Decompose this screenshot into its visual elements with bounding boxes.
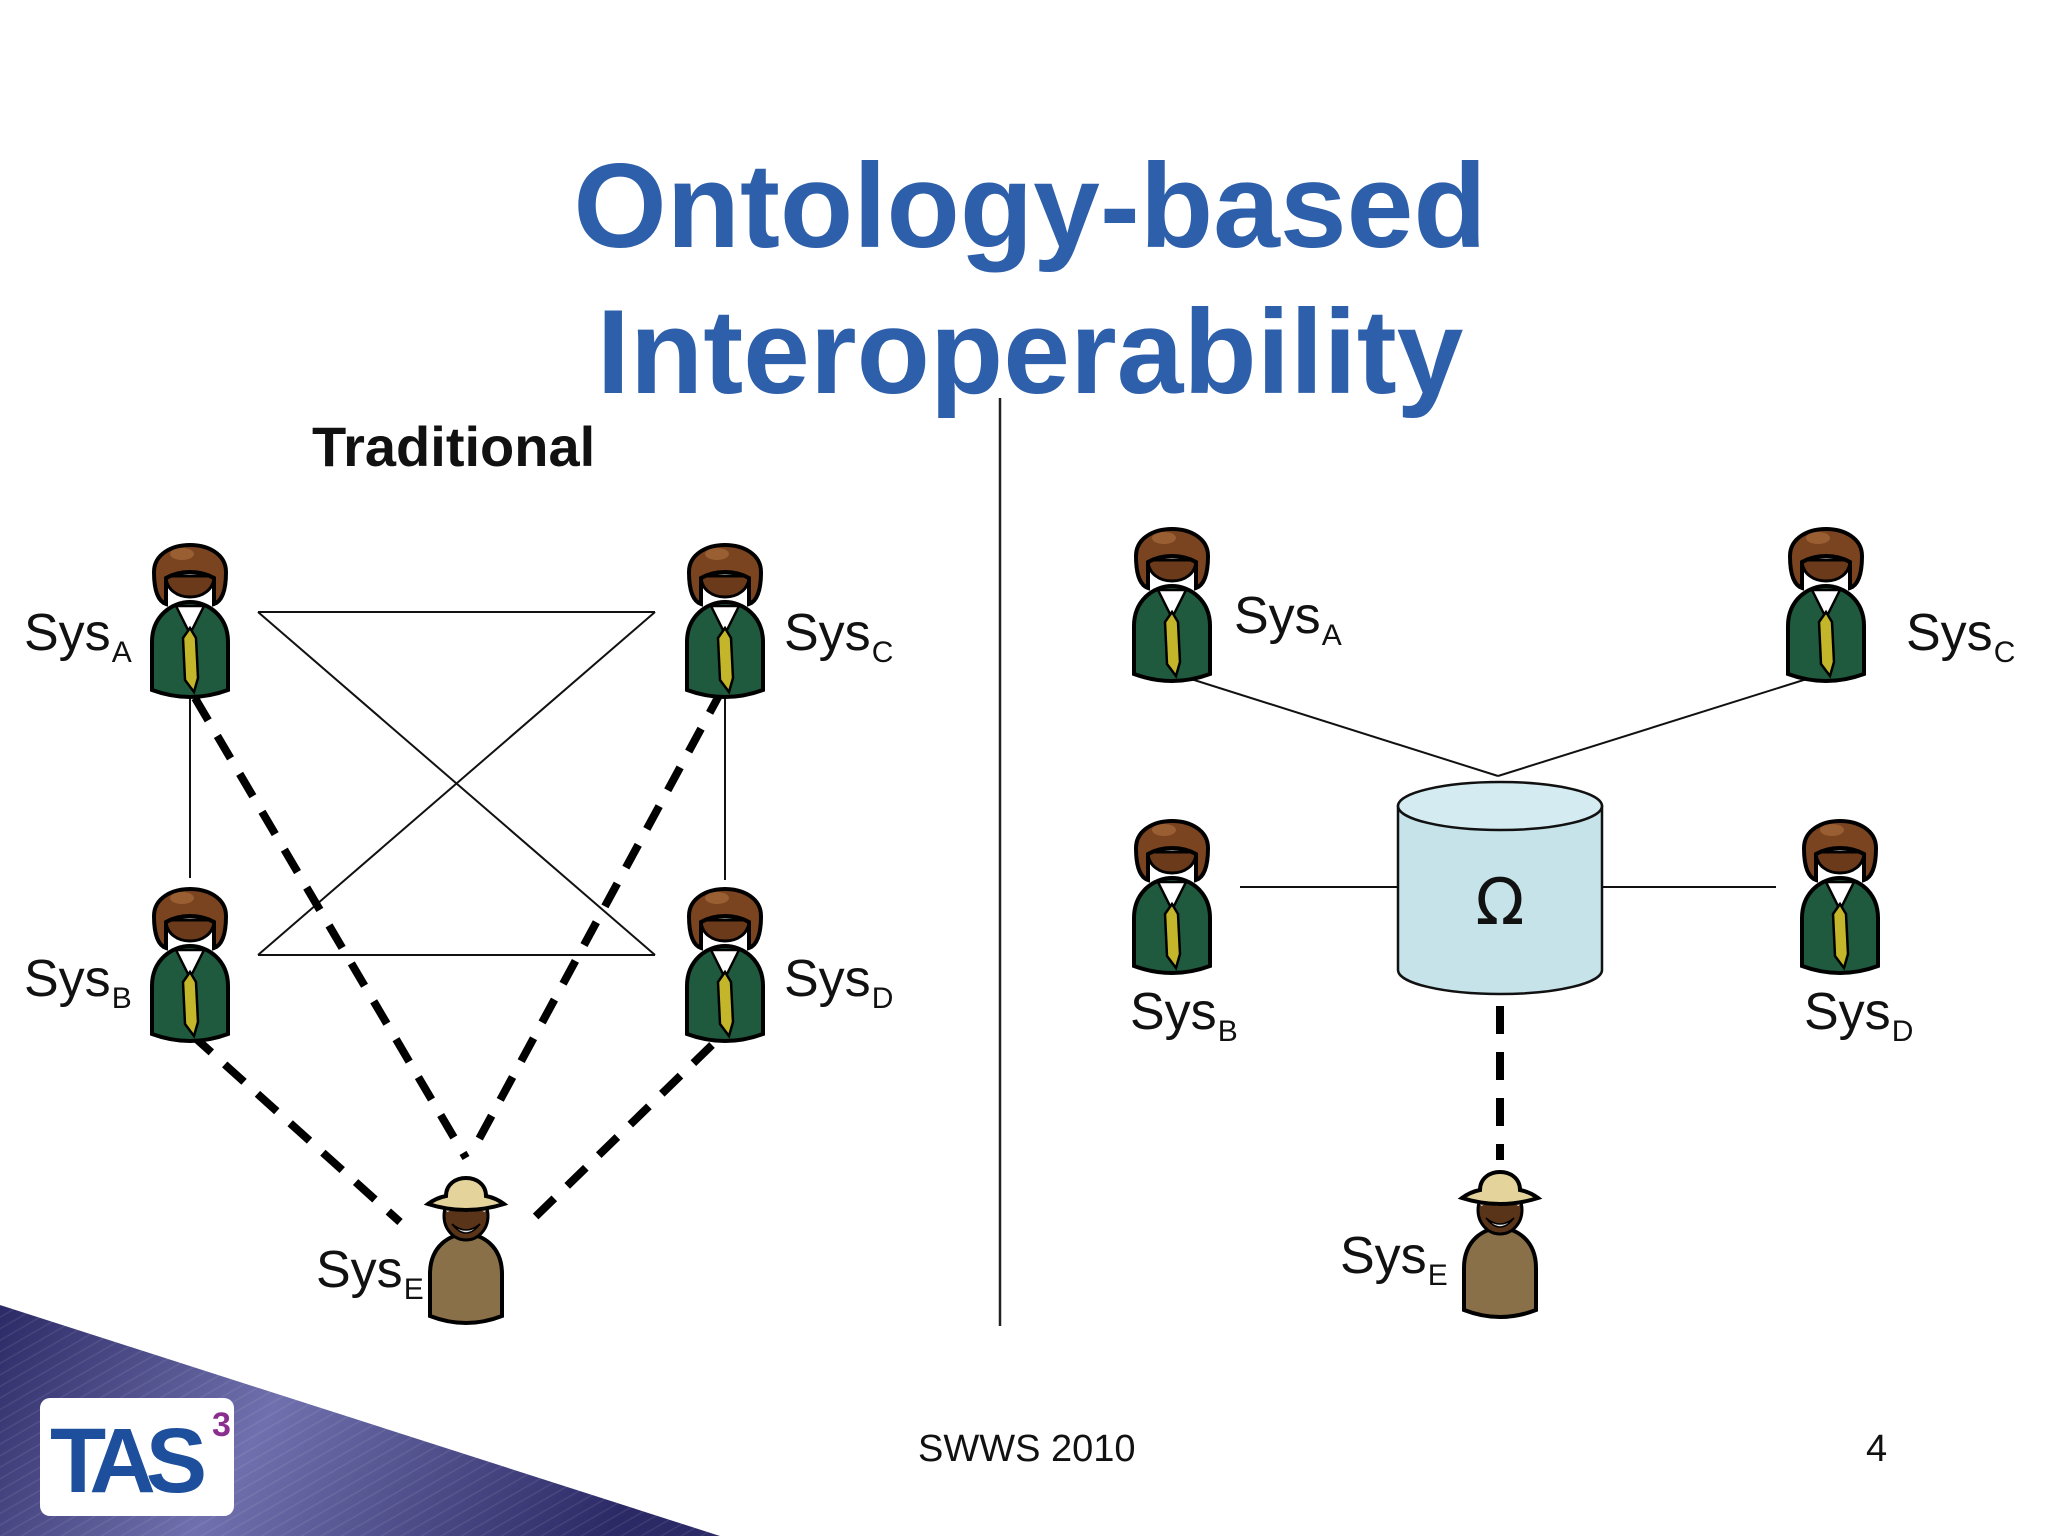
person-icon-sys-d [685, 887, 765, 1043]
label-sys-a: SysA [24, 604, 132, 669]
tas3-logo-mark: TAS 3 [50, 1406, 231, 1512]
visitor-icon-sys-e [428, 1178, 504, 1323]
label-sys-e-right: SysE [1340, 1227, 1448, 1292]
label-sys-d: SysD [784, 950, 894, 1015]
person-icon-sys-c [685, 543, 765, 699]
page-title-line-1: Ontology-based [573, 139, 1487, 273]
page-title-line-2: Interoperability [596, 285, 1464, 419]
footer-page-number: 4 [1866, 1428, 1888, 1470]
new-system-links-traditional [189, 688, 726, 1225]
person-icon-sys-d-right [1800, 819, 1880, 975]
label-sys-b-right: SysB [1130, 983, 1238, 1048]
logo-text: TAS [50, 1410, 204, 1512]
hub-link-a [1171, 672, 1499, 777]
point-to-point-links [189, 611, 726, 956]
person-icon-sys-b-right [1132, 819, 1212, 975]
dashed-link-c-e [468, 688, 726, 1154]
label-sys-b: SysB [24, 950, 132, 1015]
person-icon-sys-c-right [1786, 527, 1866, 683]
label-sys-a-right: SysA [1234, 587, 1342, 652]
dashed-link-b-e [189, 1032, 403, 1225]
hub-links [1171, 672, 1827, 888]
person-icon-sys-a-right [1132, 527, 1212, 683]
person-icon-sys-a [150, 543, 230, 699]
visitor-icon-sys-e-right [1462, 1172, 1538, 1317]
dashed-link-a-e [191, 695, 470, 1161]
label-sys-d-right: SysD [1804, 983, 1914, 1048]
logo-superscript: 3 [212, 1406, 231, 1444]
dashed-link-d-e [527, 1042, 715, 1225]
link-c-b [257, 611, 656, 956]
hub-link-c [1497, 672, 1827, 777]
label-sys-c: SysC [784, 604, 894, 669]
label-sys-c-right: SysC [1906, 604, 2016, 669]
person-icon-sys-b [150, 887, 230, 1043]
footer-conference: SWWS 2010 [918, 1428, 1136, 1470]
ontology-database-icon: Ω [1396, 780, 1604, 996]
tas3-logo: TAS 3 [40, 1398, 234, 1516]
label-sys-e: SysE [316, 1241, 424, 1306]
ontology-symbol: Ω [1476, 866, 1525, 940]
section-label-traditional: Traditional [312, 415, 596, 478]
